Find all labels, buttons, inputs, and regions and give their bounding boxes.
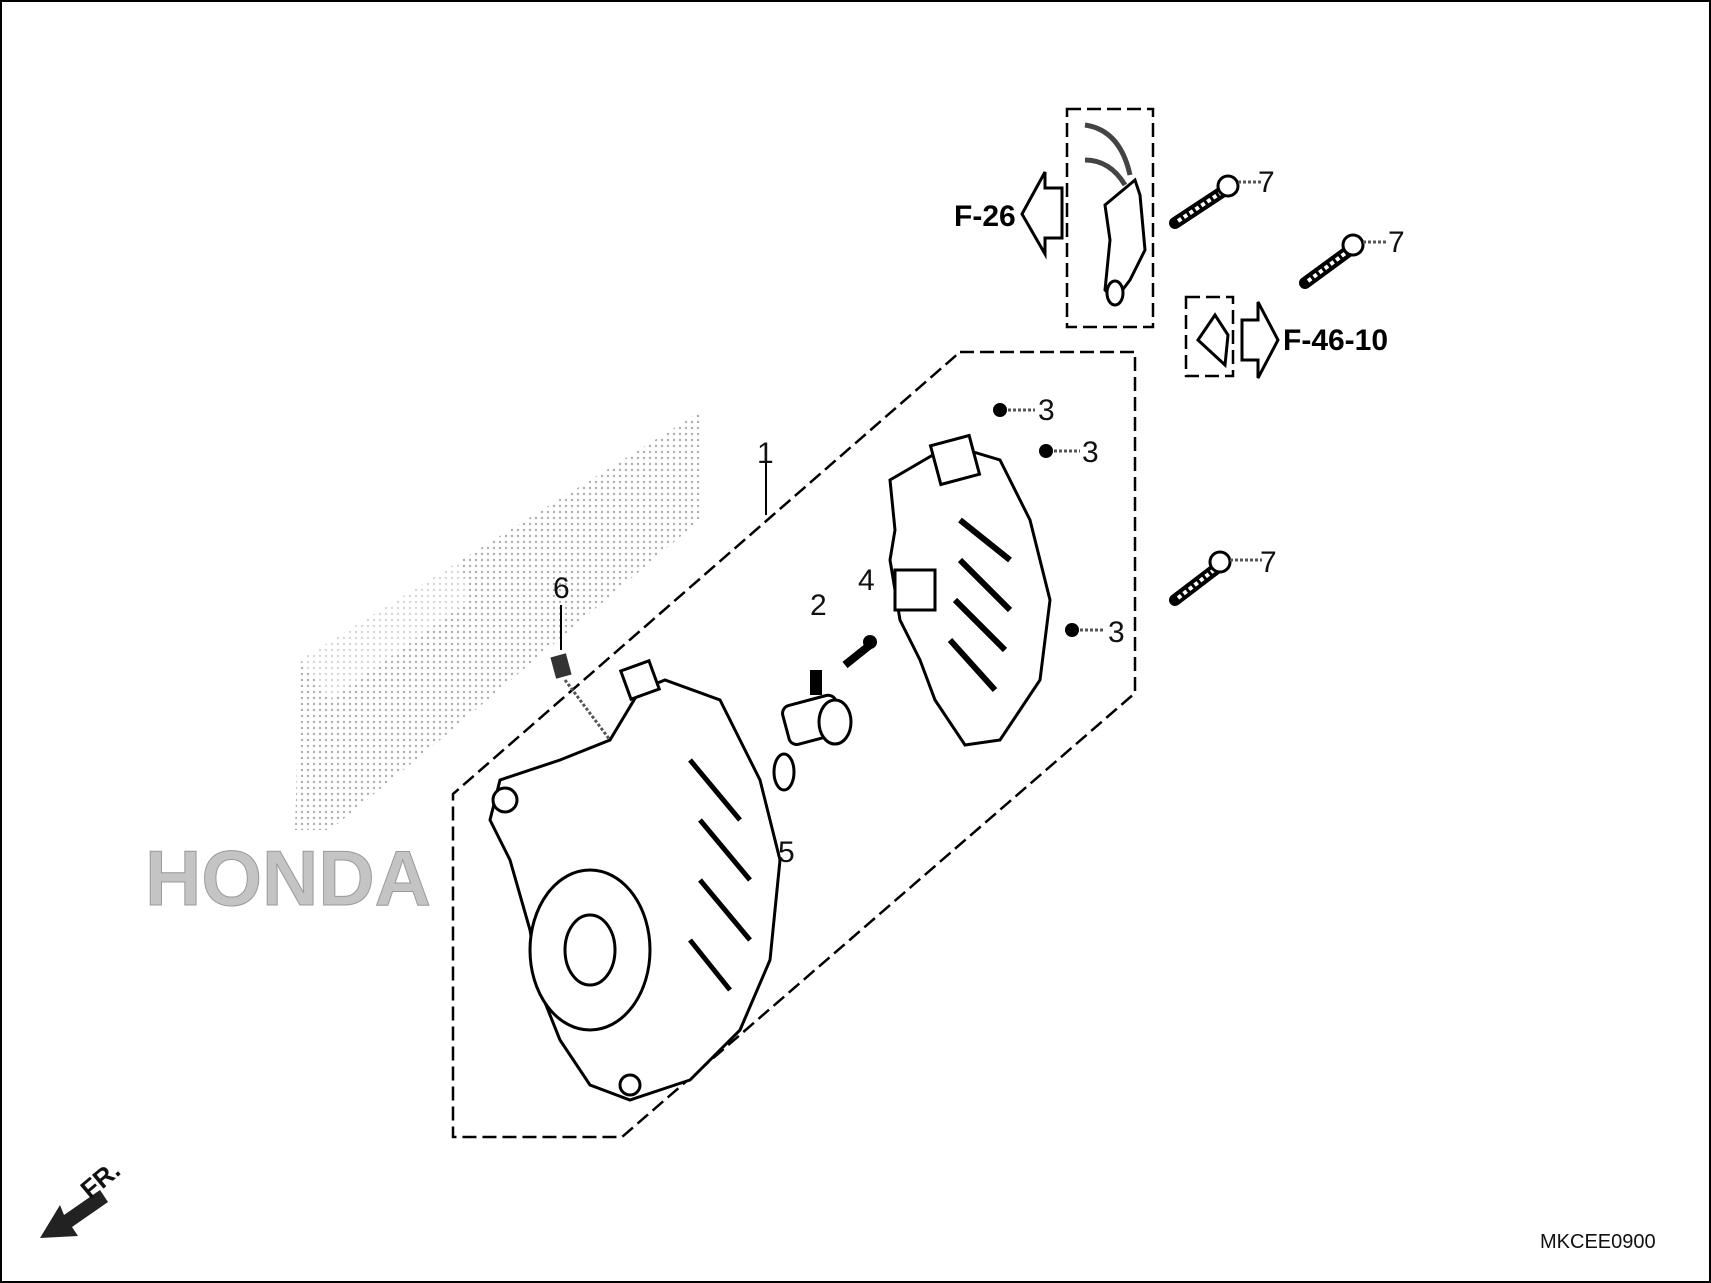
nut-part <box>1039 444 1053 458</box>
front-direction-arrow-icon: FR. <box>40 1155 126 1238</box>
callout-7: 7 <box>1388 226 1405 259</box>
alternator-housing <box>488 658 782 1102</box>
callout-1: 1 <box>757 437 774 470</box>
assembly-boundary <box>451 350 1137 1139</box>
watermark-text: HONDA <box>145 834 431 922</box>
ref-box-harness <box>1065 107 1155 329</box>
callout-7: 7 <box>1260 546 1277 579</box>
honda-wing-watermark <box>295 412 700 830</box>
reference-arrow-left-icon[interactable] <box>1020 171 1064 260</box>
nut-part <box>993 403 1007 417</box>
bolt-part <box>1299 233 1388 289</box>
ref-box-clip <box>1184 295 1235 378</box>
callout-5: 5 <box>778 836 795 869</box>
callout-4: 4 <box>858 564 875 597</box>
callout-3: 3 <box>1108 616 1125 649</box>
clip-part <box>1196 312 1230 369</box>
reference-f46-10[interactable]: F-46-10 <box>1283 324 1388 357</box>
harness-terminal-part <box>1084 122 1147 307</box>
cap-part <box>550 653 572 679</box>
bolt-part <box>1169 550 1262 606</box>
bolt-part <box>1169 174 1262 229</box>
callout-2: 2 <box>810 589 827 622</box>
callout-3: 3 <box>1082 436 1099 469</box>
reference-f26[interactable]: F-26 <box>954 200 1016 233</box>
washer-part <box>772 752 796 792</box>
callout-3: 3 <box>1038 394 1055 427</box>
alternator-rear-cover <box>888 433 1052 747</box>
callout-7: 7 <box>1258 166 1275 199</box>
brush-holder-part <box>781 670 853 747</box>
callout-6: 6 <box>553 572 570 605</box>
reference-arrow-right-icon[interactable] <box>1240 301 1280 379</box>
diagram-code: MKCEE0900 <box>1540 1231 1656 1253</box>
nut-part <box>1065 623 1079 637</box>
front-label: FR. <box>75 1155 126 1205</box>
screw-part <box>842 635 877 669</box>
